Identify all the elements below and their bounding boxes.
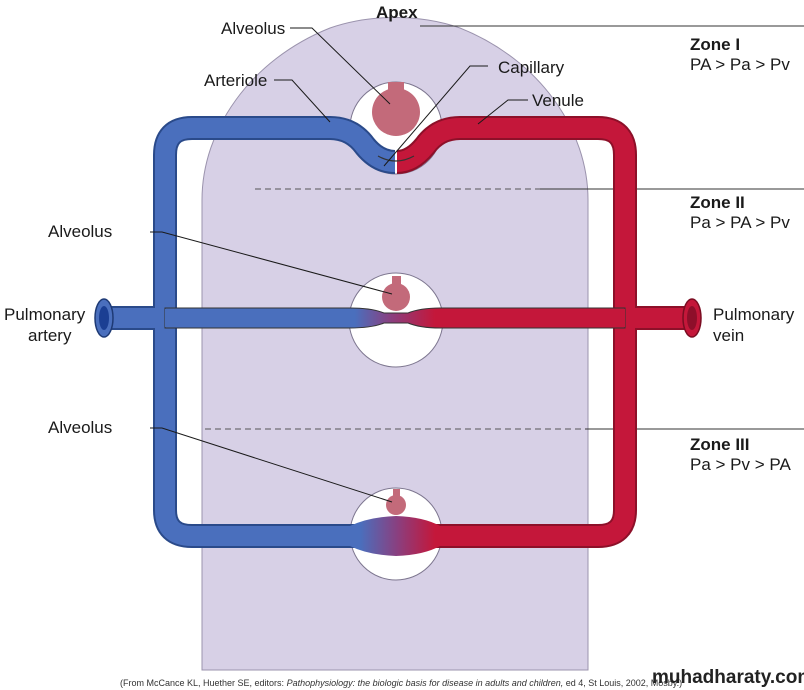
apex-label: Apex <box>376 3 418 22</box>
label-venule: Venule <box>532 91 584 110</box>
label-arteriole: Arteriole <box>204 71 267 90</box>
label-capillary: Capillary <box>498 58 565 77</box>
pulmonary-artery-opening <box>94 298 114 338</box>
caption-prefix: (From McCance KL, Huether SE, editors: <box>120 678 287 688</box>
leader-alveolus-top <box>290 27 391 105</box>
pulmonary-vein-opening <box>682 298 702 338</box>
label-alveolus-bottom: Alveolus <box>48 418 112 437</box>
source-caption: (From McCance KL, Huether SE, editors: P… <box>120 678 682 688</box>
caption-italic: Pathophysiology: the biologic basis for … <box>287 678 564 688</box>
label-alveolus-mid: Alveolus <box>48 222 112 241</box>
alveolus-mid <box>382 276 410 311</box>
label-pulmonary-vein-1: Pulmonary <box>713 305 795 324</box>
caption-suffix: ed 4, St Louis, 2002, Mosby.) <box>563 678 682 688</box>
arterial-vessels <box>105 116 396 548</box>
zone-ii-formula: Pa > PA > Pv <box>690 213 790 232</box>
leader-alveolus-bottom <box>150 427 393 503</box>
zone-iii-capillary <box>350 516 440 556</box>
leader-venule <box>477 99 528 125</box>
zone-iii-formula: Pa > Pv > PA <box>690 455 791 474</box>
label-pulmonary-artery-1: Pulmonary <box>4 305 86 324</box>
label-pulmonary-artery-2: artery <box>28 326 72 345</box>
alveolus-top <box>372 82 420 136</box>
zone-i-formula: PA > Pa > Pv <box>690 55 790 74</box>
leader-capillary <box>383 65 488 167</box>
zone-ii-title: Zone II <box>690 193 745 212</box>
leader-alveolus-mid <box>150 231 393 295</box>
zone-i-title: Zone I <box>690 35 740 54</box>
alveolus-bottom <box>386 489 406 515</box>
watermark: muhadharaty.com <box>652 667 804 688</box>
label-alveolus-top: Alveolus <box>221 19 285 38</box>
zone-iii-title: Zone III <box>690 435 750 454</box>
zone-i-capillary <box>377 155 415 162</box>
leader-arteriole <box>274 79 331 123</box>
label-pulmonary-vein-2: vein <box>713 326 744 345</box>
